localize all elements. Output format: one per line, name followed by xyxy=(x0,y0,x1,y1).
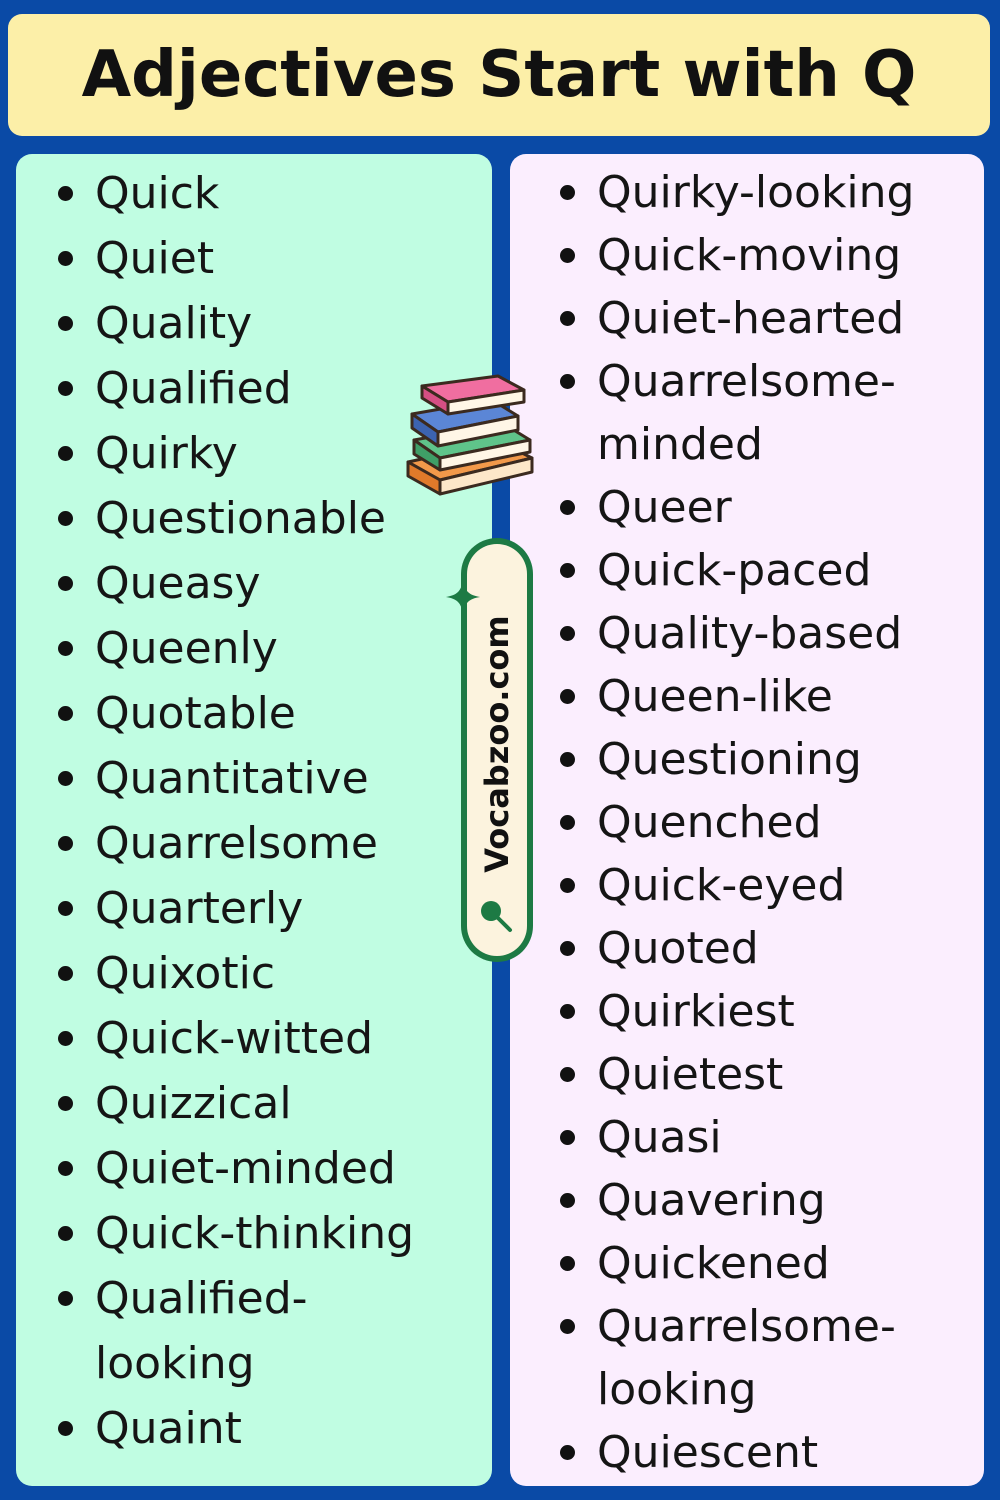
list-item: Quirkiest xyxy=(560,980,914,1043)
list-item: Quickened xyxy=(560,1232,914,1295)
list-item: Quiescent xyxy=(560,1421,914,1484)
title-banner: Adjectives Start with Q xyxy=(8,14,990,136)
list-item: Questioning xyxy=(560,728,914,791)
list-item: Quarrelsome xyxy=(58,811,414,876)
left-column-panel: Quick Quiet Quality Qualified Quirky Que… xyxy=(16,154,492,1486)
list-item: Quick-moving xyxy=(560,224,914,287)
watermark-badge: Vocabzoo.com xyxy=(461,538,533,962)
list-item: Quixotic xyxy=(58,941,414,1006)
list-item: Queenly xyxy=(58,616,414,681)
list-item: Qualified- looking xyxy=(58,1266,414,1396)
list-item: Qualified xyxy=(58,356,414,421)
list-item: Quiet-minded xyxy=(58,1136,414,1201)
watermark-text: Vocabzoo.com xyxy=(478,615,516,873)
books-stack-icon xyxy=(406,374,534,496)
list-item: Quick-paced xyxy=(560,539,914,602)
right-column-panel: Quirky-looking Quick-moving Quiet-hearte… xyxy=(510,154,984,1486)
list-item: Quarrelsome- minded xyxy=(560,350,914,476)
list-item: Quoted xyxy=(560,917,914,980)
list-item: Quirky-looking xyxy=(560,161,914,224)
left-word-list: Quick Quiet Quality Qualified Quirky Que… xyxy=(58,161,414,1461)
list-item: Quarterly xyxy=(58,876,414,941)
magnifier-icon xyxy=(481,901,512,932)
list-item: Quenched xyxy=(560,791,914,854)
sparkle-icon xyxy=(445,579,481,615)
list-item: Quiet-hearted xyxy=(560,287,914,350)
list-item: Queasy xyxy=(58,551,414,616)
list-item: Quick-eyed xyxy=(560,854,914,917)
list-item: Quick-witted xyxy=(58,1006,414,1071)
list-item: Quiet xyxy=(58,226,414,291)
list-item: Quality-based xyxy=(560,602,914,665)
list-item: Quaint xyxy=(58,1396,414,1461)
list-item: Queer xyxy=(560,476,914,539)
list-item: Quick-thinking xyxy=(58,1201,414,1266)
list-item: Quotable xyxy=(58,681,414,746)
list-item: Quizzical xyxy=(58,1071,414,1136)
list-item: Quarrelsome- looking xyxy=(560,1295,914,1421)
right-word-list: Quirky-looking Quick-moving Quiet-hearte… xyxy=(560,161,914,1484)
list-item: Queen-like xyxy=(560,665,914,728)
list-item: Questionable xyxy=(58,486,414,551)
list-item: Quirky xyxy=(58,421,414,486)
list-item: Quietest xyxy=(560,1043,914,1106)
list-item: Quasi xyxy=(560,1106,914,1169)
list-item: Quality xyxy=(58,291,414,356)
list-item: Quick xyxy=(58,161,414,226)
page-title: Adjectives Start with Q xyxy=(81,38,917,112)
list-item: Quavering xyxy=(560,1169,914,1232)
list-item: Quantitative xyxy=(58,746,414,811)
